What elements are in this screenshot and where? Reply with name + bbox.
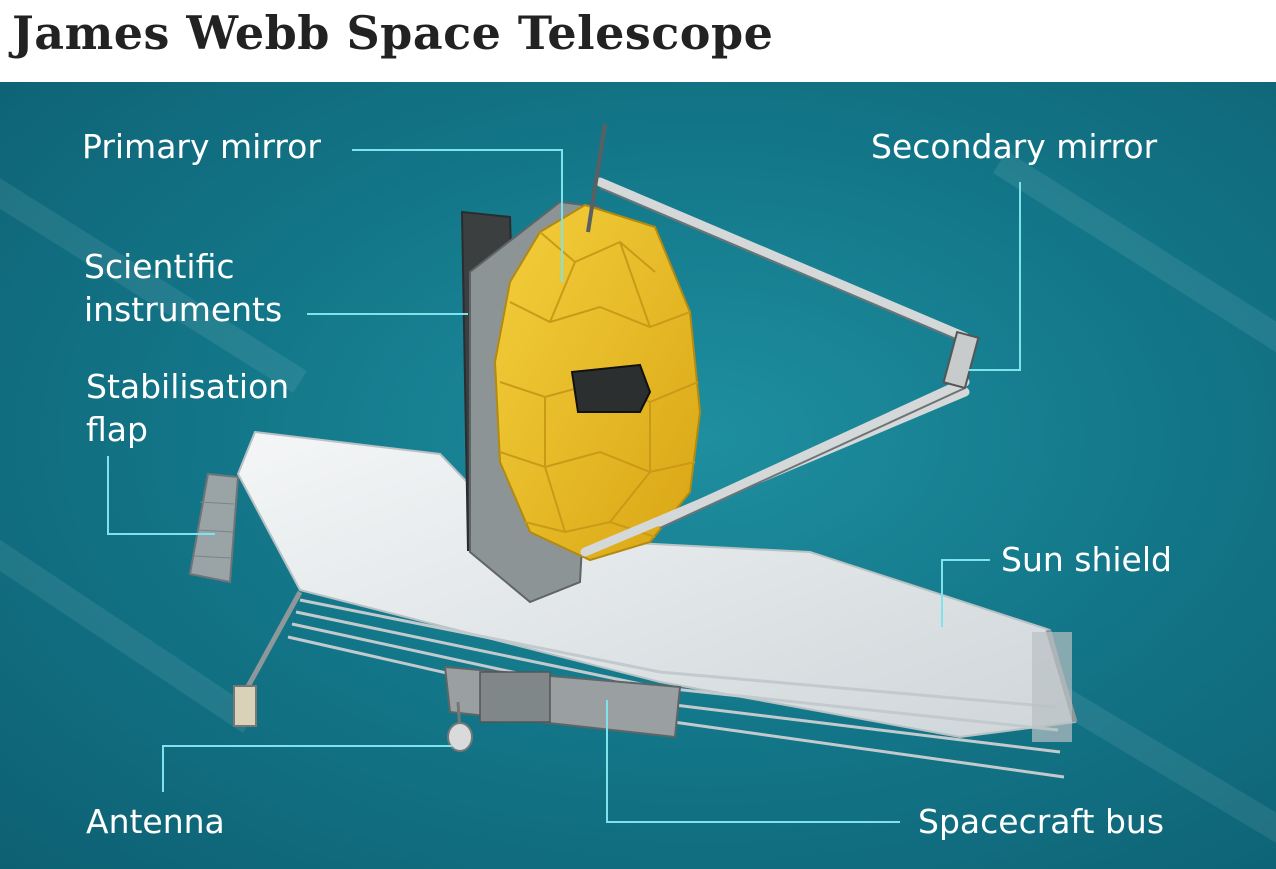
strut-edges <box>599 187 966 529</box>
label-antenna: Antenna <box>86 802 225 841</box>
flap-grid <box>193 501 235 559</box>
label-primary-mirror: Primary mirror <box>82 127 321 166</box>
secondary-mirror-shape <box>942 330 980 390</box>
label-spacecraft-bus: Spacecraft bus <box>918 802 1165 841</box>
page-title: James Webb Space Telescope <box>12 6 774 60</box>
leader-lines <box>107 149 1021 823</box>
leader-spacecraft-bus <box>606 700 900 823</box>
bus-box <box>479 671 551 723</box>
aft-optics-shape <box>570 363 652 413</box>
label-scientific-instruments-line1: Scientific <box>84 247 235 286</box>
mast-shape <box>586 123 607 233</box>
boom-end-right <box>1032 632 1072 742</box>
antenna-shape <box>447 701 473 752</box>
leader-sun-shield <box>941 559 990 627</box>
diagram-panel: Primary mirror Secondary mirror Scientif… <box>0 82 1276 869</box>
leader-primary-mirror <box>352 149 563 282</box>
leader-secondary-mirror <box>968 182 1021 371</box>
leader-antenna <box>162 745 452 792</box>
stabilisation-flap-shape <box>188 472 240 584</box>
telescope-diagram <box>0 123 1276 843</box>
label-secondary-mirror: Secondary mirror <box>871 127 1158 166</box>
label-sun-shield: Sun shield <box>1001 540 1172 579</box>
mirror-segments <box>499 231 699 538</box>
leader-stabilisation-flap <box>107 456 215 535</box>
label-stabilisation-flap-line2: flap <box>86 410 148 449</box>
secondary-mirror-struts <box>580 177 970 557</box>
label-stabilisation-flap-line1: Stabilisation <box>86 367 290 406</box>
label-scientific-instruments-line2: instruments <box>84 290 283 329</box>
boom-end-left <box>233 685 257 727</box>
